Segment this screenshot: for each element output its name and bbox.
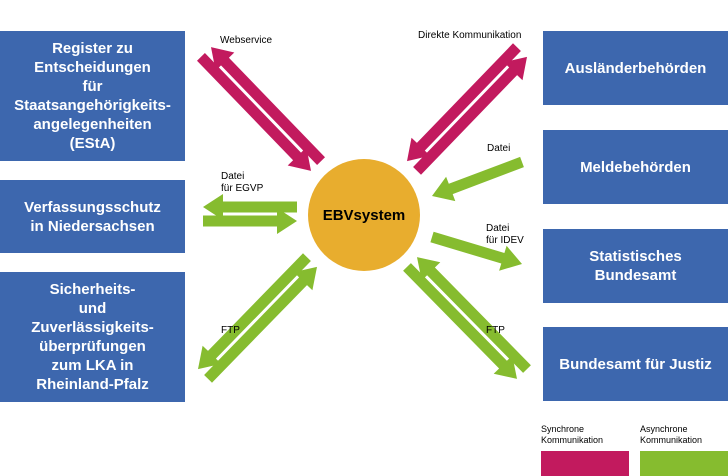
box-verfassungsschutz: Verfassungsschutz in Niedersachsen xyxy=(0,180,185,253)
connection-label-datei: Datei xyxy=(487,143,511,154)
arrow-ftp-right-in xyxy=(417,257,531,373)
box-auslaenderbehoerden: Ausländerbehörden xyxy=(543,31,728,105)
box-meldebehoerden: Meldebehörden xyxy=(543,130,728,204)
arrow-webservice-out xyxy=(211,47,325,165)
legend-label-synchronous: Synchrone Kommunikation xyxy=(541,424,604,445)
connection-label-datei-egvp: Datei für EGVP xyxy=(221,171,264,194)
arrow-idev-out xyxy=(430,231,522,271)
box-lka-rheinland-pfalz: Sicherheits- und Zuverlässigkeits- überp… xyxy=(0,272,185,402)
arrow-ftp-right-out xyxy=(403,263,517,379)
arrow-egvp-in xyxy=(203,208,297,234)
box-statistisches-bundesamt: Statistisches Bundesamt xyxy=(543,229,728,303)
connection-label-direkte-kommunikation: Direkte Kommunikation xyxy=(418,30,522,41)
box-esta-register: Register zu Entscheidungen für Staatsang… xyxy=(0,31,185,161)
arrow-webservice-in xyxy=(197,53,311,171)
connection-label-ftp-right: FTP xyxy=(486,325,505,336)
arrow-datei-in xyxy=(432,156,524,202)
legend-swatch-synchronous xyxy=(541,451,629,476)
arrow-ftp-left-out xyxy=(198,253,311,370)
connection-label-datei-idev: Datei für IDEV xyxy=(486,223,524,246)
arrow-ftp-left-in xyxy=(204,266,317,383)
arrow-direkt-out xyxy=(413,56,527,175)
legend-swatch-asynchronous xyxy=(640,451,728,476)
connection-label-webservice: Webservice xyxy=(220,35,273,46)
arrow-egvp-out xyxy=(203,194,297,220)
box-bundesamt-fuer-justiz: Bundesamt für Justiz xyxy=(543,327,728,401)
arrow-direkt-in xyxy=(407,43,521,162)
legend-label-asynchronous: Asynchrone Kommunikation xyxy=(640,424,703,445)
connection-label-ftp-left: FTP xyxy=(221,325,240,336)
hub-ebvsystem: EBVsystem xyxy=(308,159,420,271)
